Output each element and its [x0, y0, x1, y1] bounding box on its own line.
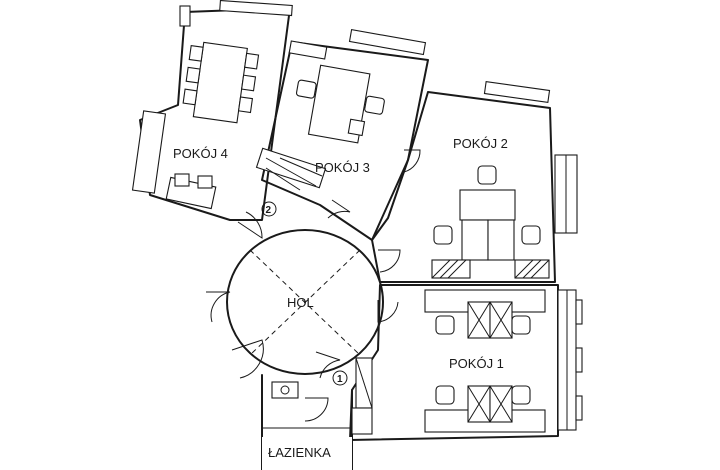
room-3-chair: [364, 95, 385, 115]
marker-2-circle: [261, 201, 277, 217]
room-1-cabinet-cross: [489, 301, 513, 339]
room-1-cabinet-cross: [467, 301, 491, 339]
room-4-chair: [174, 173, 190, 187]
room-4-chair: [241, 74, 257, 92]
room-4-desk-group: [182, 41, 260, 124]
room-4-label: POKÓJ 4: [173, 146, 228, 161]
room-1-door: [377, 300, 399, 323]
hall-wall: [226, 229, 384, 375]
room-4-window-left: [131, 110, 167, 194]
bathroom-sink-drain: [280, 385, 290, 395]
room-4-chair: [188, 44, 204, 62]
room-1-chair: [435, 385, 455, 405]
room-2-window-top: [483, 80, 551, 104]
bathroom-cabinet-line: [355, 357, 373, 409]
room-4-window-top: [219, 0, 293, 17]
room-1-radiator: [575, 299, 583, 325]
room-1-radiator: [575, 347, 583, 373]
marker-1: 1: [332, 370, 348, 386]
room-2-cabinet-hatch: [431, 259, 467, 279]
room-1-cabinet-cross: [489, 385, 513, 423]
hall-door-bottom-left: [231, 339, 264, 379]
room-2-desk-top: [459, 189, 516, 221]
room-3: POKÓJ 3: [255, 29, 429, 241]
room-3-chair: [295, 79, 317, 99]
room-4-chair: [244, 52, 260, 70]
marker-2: 2: [261, 201, 277, 217]
room-1-cabinet-cross: [467, 385, 491, 423]
room-3-door-right: [403, 149, 421, 173]
bathroom: ŁAZIENKA: [261, 357, 373, 470]
room-1-radiator: [575, 395, 583, 421]
room-2-desk-right: [487, 219, 515, 261]
room-2-label: POKÓJ 2: [453, 136, 508, 151]
room-3-door-hall: [327, 199, 351, 219]
room-4-chair: [185, 66, 201, 84]
room-2-door: [378, 249, 401, 273]
room-3-cabinet: [255, 147, 327, 191]
room-3-radiator: [288, 40, 328, 60]
room-2-chair: [477, 165, 497, 185]
room-2-cabinet-left: [431, 259, 471, 279]
room-3-window: [348, 29, 427, 56]
room-2-desk-left: [461, 219, 489, 261]
room-2-chair: [521, 225, 541, 245]
room-3-desk-group: [295, 64, 385, 144]
room-4-window-corner: [179, 5, 191, 27]
hall: HOL: [206, 229, 384, 379]
bathroom-label: ŁAZIENKA: [268, 445, 331, 460]
room-2: POKÓJ 2: [371, 80, 578, 283]
room-1-chair: [511, 315, 531, 335]
room-1-chair: [435, 315, 455, 335]
marker-2-number: 2: [266, 205, 272, 216]
room-3-cabinet-box: [255, 147, 327, 189]
bathroom-door: [304, 397, 329, 422]
room-3-label: POKÓJ 3: [315, 160, 370, 175]
room-4-chair: [237, 96, 254, 114]
room-4-walls: [139, 7, 291, 221]
hall-label: HOL: [287, 295, 314, 310]
room-3-cabinet-hatch: [265, 157, 323, 191]
marker-1-circle: [332, 370, 348, 386]
hall-diagonal: [249, 249, 361, 356]
room-2-cabinet-hatch: [514, 259, 550, 279]
room-3-chair: [347, 118, 366, 137]
room-4-chair: [197, 175, 213, 189]
bathroom-sink: [271, 381, 299, 399]
room-4: POKÓJ 4: [131, 0, 293, 239]
room-1-label: POKÓJ 1: [449, 356, 504, 371]
marker-1-number: 1: [337, 374, 343, 385]
room-3-walls: [261, 41, 429, 241]
room-2-chair: [433, 225, 453, 245]
hall-door-bottom: [315, 351, 341, 379]
room-1-chair: [511, 385, 531, 405]
bathroom-label-bg: [262, 437, 352, 470]
room-4-door: [237, 211, 263, 239]
room-1: POKÓJ 1: [349, 284, 583, 441]
hall-door-left: [206, 291, 231, 323]
room-4-chair: [182, 88, 198, 106]
bathroom-toilet: [351, 407, 373, 435]
